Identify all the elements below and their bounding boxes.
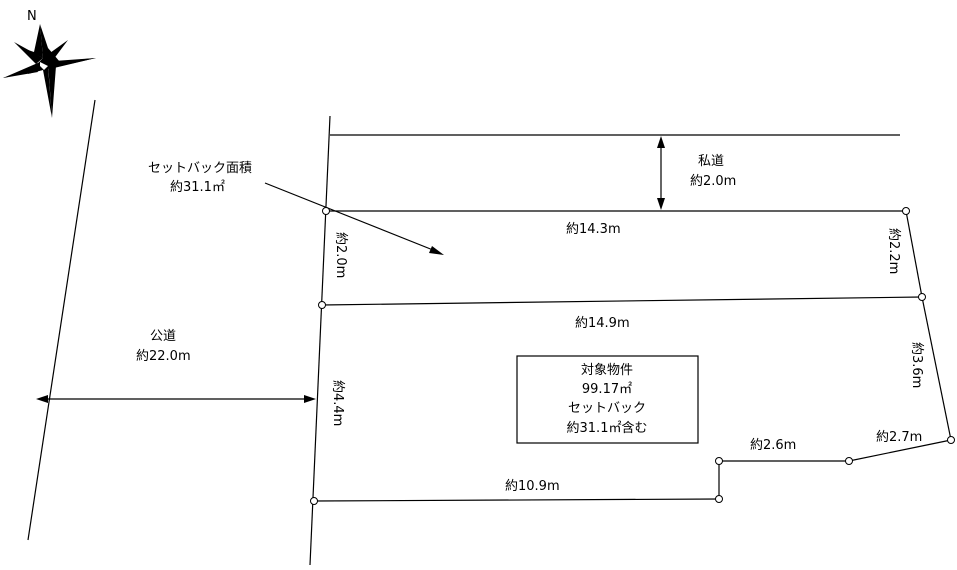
vertex-marker [918, 293, 926, 301]
public-road-width-arrow [36, 395, 316, 403]
dimension-left-lower-side: 約4.4m [330, 380, 345, 426]
vertex-marker [845, 457, 853, 465]
private-road-width-arrow [657, 136, 665, 210]
public-road-near-edge [309, 115, 331, 566]
property-setback-included: 約31.1㎡含む [567, 420, 648, 436]
compass-rose-icon: N [3, 9, 96, 118]
lot-middle-edge [321, 296, 923, 306]
public-road-far-edge [27, 99, 96, 541]
setback-leader-arrow [264, 182, 444, 255]
lot-slanted-bottom-right [848, 439, 952, 462]
vertex-marker [310, 497, 318, 505]
dimension-top-edge: 約14.3m [566, 222, 621, 237]
dimension-slanted-bottom-right: 約2.7m [876, 430, 922, 445]
vertex-marker [318, 301, 326, 309]
property-area: 99.17㎡ [582, 382, 632, 397]
property-setback-label: セットバック [568, 401, 646, 416]
lot-vertices [310, 207, 955, 505]
dimension-right-setback-depth: 約2.2m [886, 228, 901, 274]
vertex-marker [322, 207, 330, 215]
vertex-marker [902, 207, 910, 215]
public-road-name: 公道 [150, 329, 176, 344]
vertex-marker [715, 457, 723, 465]
dimension-notch-top: 約2.6m [750, 438, 796, 453]
north-label: N [27, 9, 37, 24]
vertex-marker [715, 495, 723, 503]
dimension-middle-edge: 約14.9m [575, 316, 630, 331]
setback-area-value: 約31.1㎡ [170, 180, 225, 195]
lot-right-upper-edge [905, 210, 923, 298]
private-road-name: 私道 [698, 154, 724, 169]
property-label: 対象物件 [581, 363, 633, 378]
dimension-right-lower-side: 約3.6m [909, 342, 924, 388]
lot-bottom-edge [313, 498, 720, 502]
dimension-left-setback-depth: 約2.0m [333, 232, 348, 278]
property-info-box: 対象物件 99.17㎡ セットバック 約31.1㎡含む [516, 355, 699, 444]
setback-area-title: セットバック面積 [148, 161, 252, 176]
private-road-width: 約2.0m [690, 174, 736, 189]
public-road-width: 約22.0m [136, 349, 191, 364]
dimension-bottom-edge: 約10.9m [505, 479, 560, 494]
vertex-marker [947, 436, 955, 444]
lot-right-lower-edge [921, 296, 952, 441]
